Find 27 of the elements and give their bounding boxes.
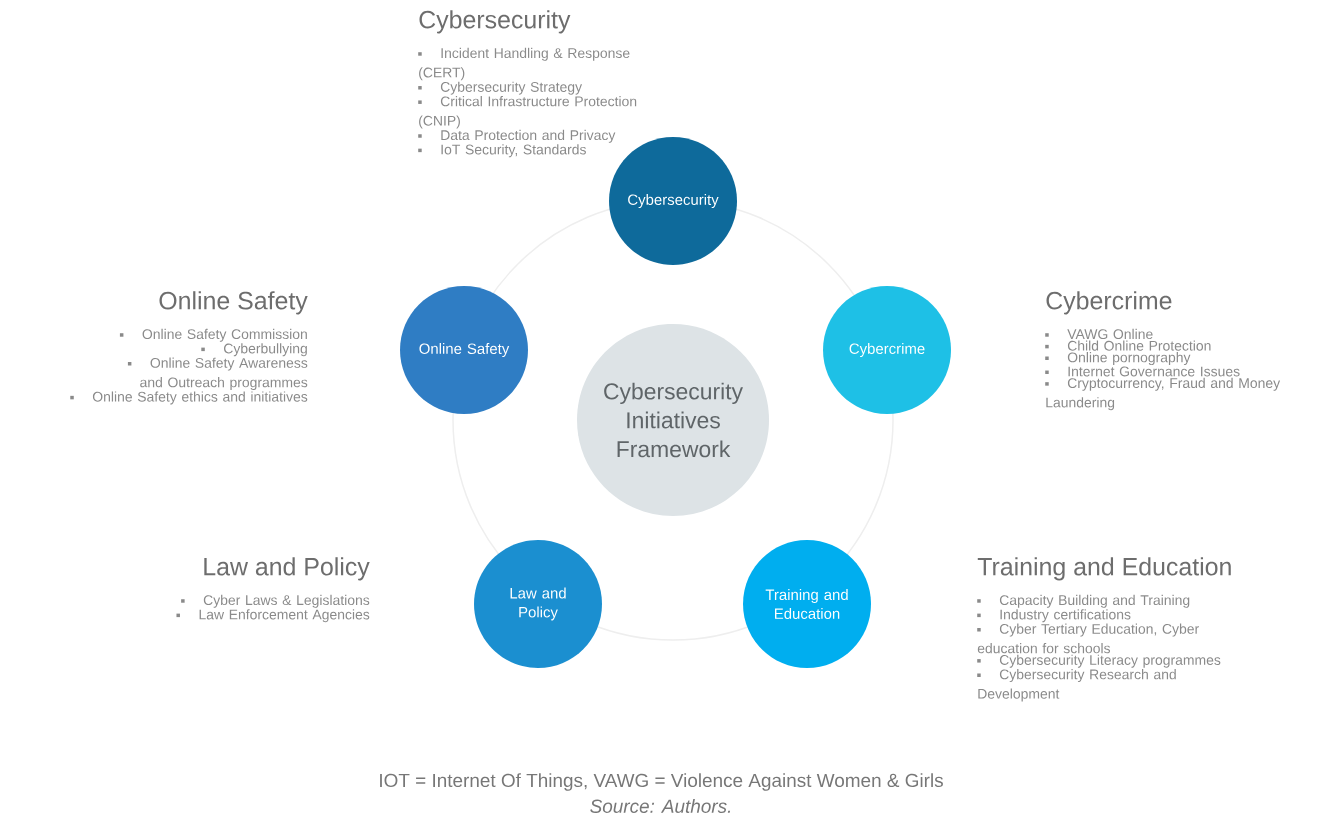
caption: Source: Authors. [590, 799, 731, 813]
bullet-item: Online pornography [1045, 352, 1191, 366]
bullet-item: Cyber Tertiary Education, Cyber education for schools [977, 623, 1199, 654]
bullet-item: Online Safety Commission [119, 328, 307, 342]
bullet-item: Online Safety Awareness and Outreach programmes [127, 357, 308, 391]
section-heading: Cybercrime [1046, 291, 1172, 315]
bullet-item: Child Online Protection [1045, 340, 1211, 351]
bullet-item: Cyberbullying [201, 343, 307, 357]
note: IOT = Internet Of Things, VAWG = Violence Against Women & Girls [380, 773, 943, 791]
section-heading: Training and Education [977, 557, 1231, 581]
bullet-item: IoT Security, Standards [418, 144, 586, 158]
bullet-item: VAWG Online [1045, 328, 1153, 340]
bullet-item: Online Safety ethics and initiatives [70, 391, 308, 405]
bullet-item: Internet Governance Issues [1045, 366, 1240, 377]
bullet-item: Cybersecurity Literacy programmes [977, 654, 1221, 668]
bullet-item: Cybersecurity Research and Development [977, 669, 1176, 702]
section-heading: Law and Policy [204, 557, 370, 581]
bullet-item: Critical Infrastructure Protection (CNIP) [418, 96, 637, 129]
section-heading: Cybersecurity [419, 10, 571, 34]
bullet-item: Cyber Laws & Legislations [181, 594, 370, 608]
bullet-item: Cybersecurity Strategy [418, 81, 582, 95]
bullet-item: Cryptocurrency, Fraud and Money Laundering [1045, 377, 1281, 411]
bullet-item: Incident Handling & Response (CERT) [418, 47, 630, 81]
bullet-item: Law Enforcement Agencies [176, 609, 370, 623]
section-heading: Online Safety [159, 291, 308, 315]
bullet-item: Industry certifications [977, 609, 1131, 623]
bullet-item: Capacity Building and Training [977, 594, 1190, 608]
